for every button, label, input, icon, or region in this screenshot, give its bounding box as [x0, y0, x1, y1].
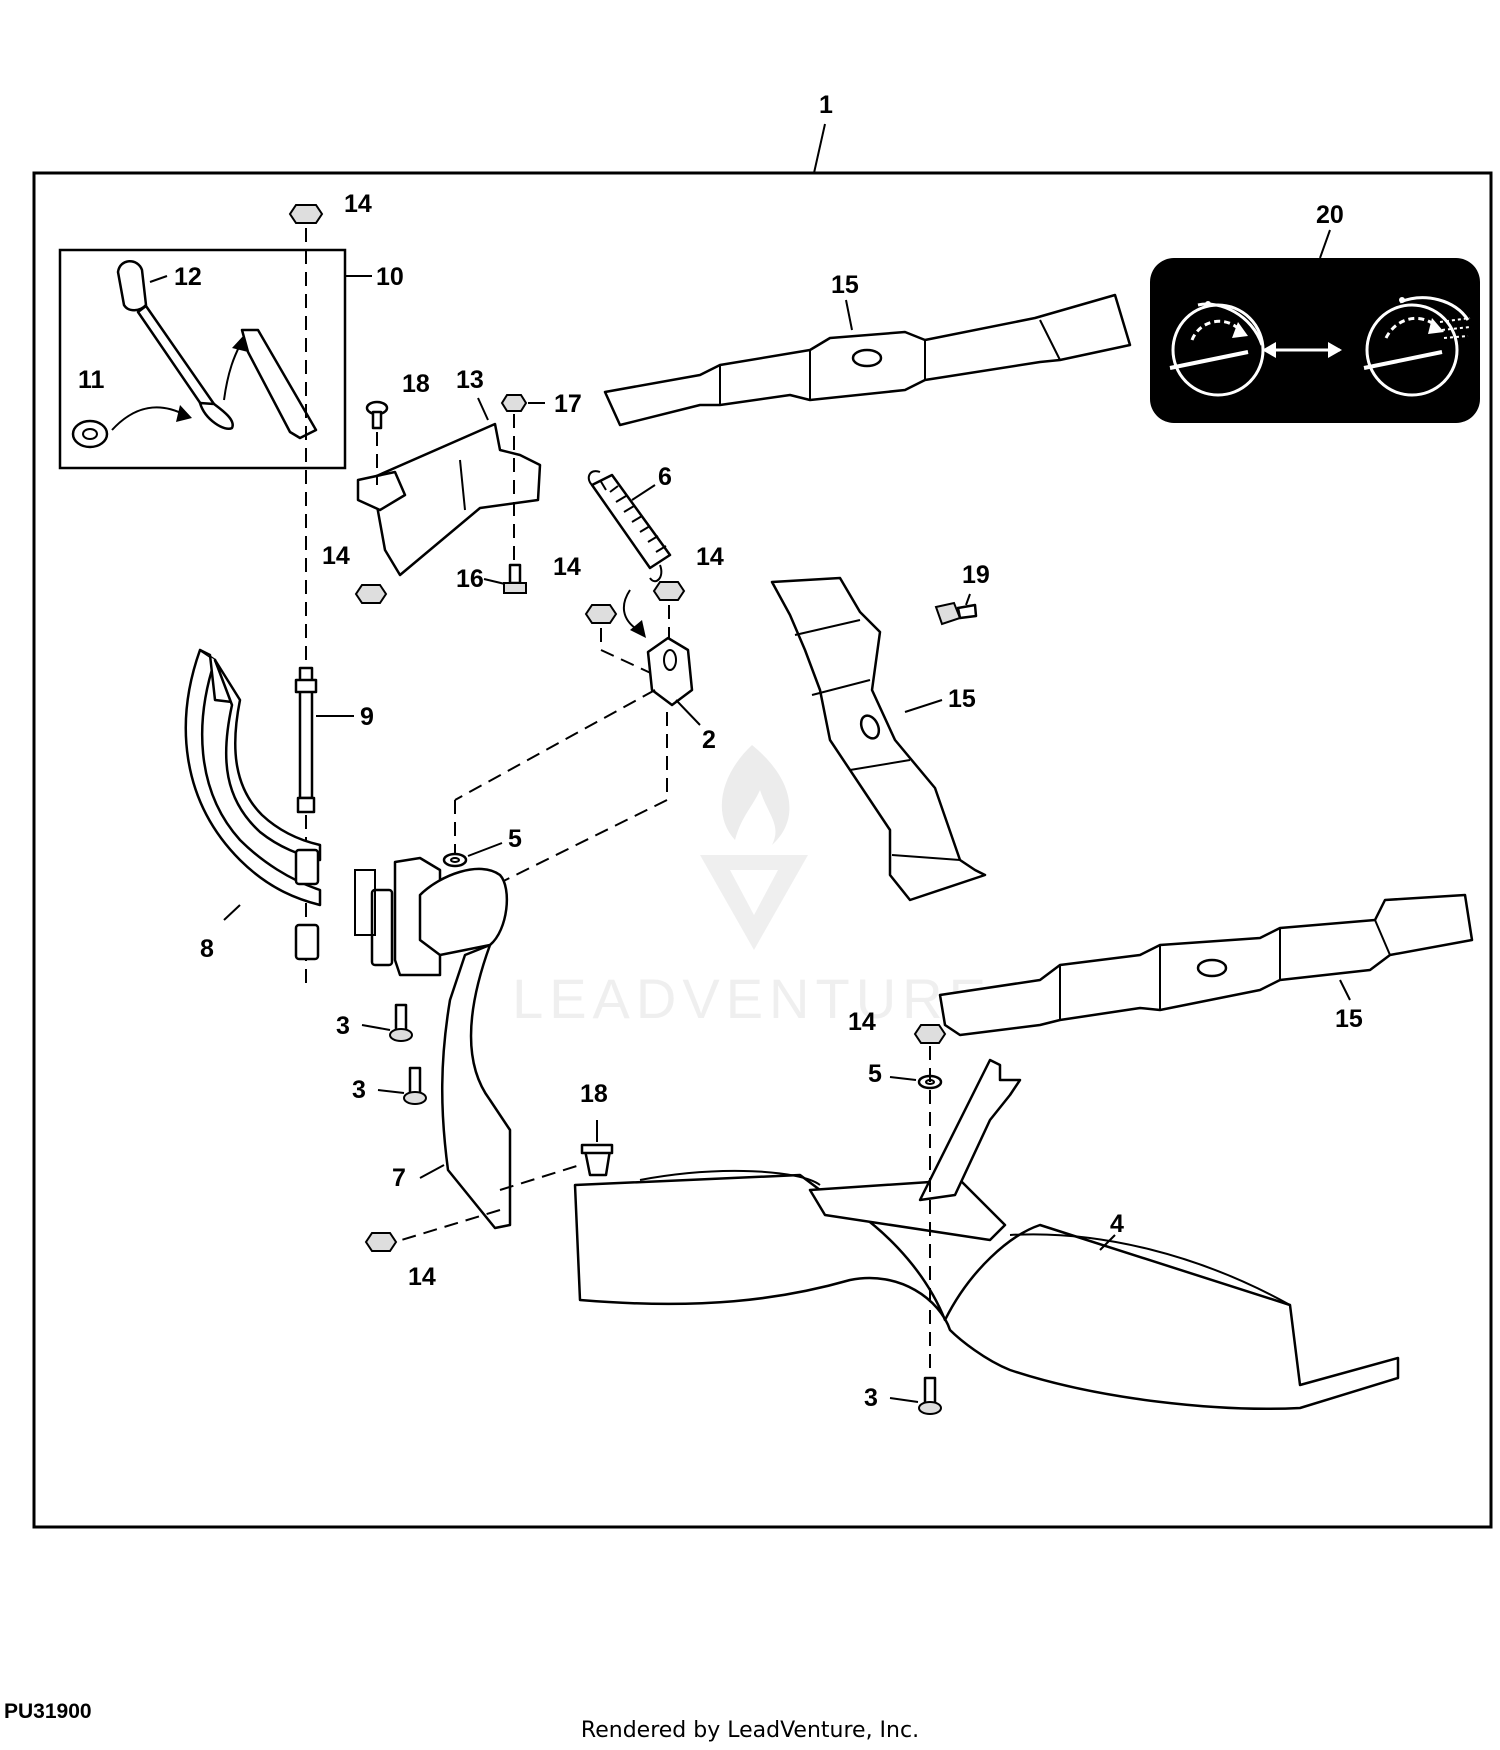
callout-7: 7 [392, 1164, 406, 1192]
callout-14-lower-left: 14 [408, 1263, 436, 1291]
callout-14-right: 14 [848, 1008, 876, 1036]
install-arrow-11 [111, 406, 186, 431]
watermark-text: LEADVENTURE [512, 967, 992, 1030]
callout-19: 19 [962, 561, 990, 589]
nut-14-right [913, 1024, 947, 1044]
figure-id: PU31900 [4, 1700, 92, 1723]
callout-16: 16 [456, 565, 484, 593]
install-arrow-spring [622, 589, 639, 631]
hinge-bracket [393, 856, 509, 977]
callout-3-lower-left: 3 [352, 1076, 366, 1104]
callout-14-center-left: 14 [553, 553, 581, 581]
nut-14-left [354, 584, 388, 604]
callout-2: 2 [702, 726, 716, 754]
deflector-13 [356, 422, 542, 577]
mower-parts-diagram: LEADVENTURE 1 10 12 11 14 13 18 [32, 91, 1493, 1529]
callout-10: 10 [376, 263, 404, 291]
callout-14-top: 14 [344, 190, 372, 218]
callout-20: 20 [1316, 201, 1344, 229]
callout-14-left: 14 [322, 542, 350, 570]
decal-20 [1150, 258, 1480, 423]
callout-17: 17 [554, 390, 582, 418]
control-rod-knob [116, 260, 234, 431]
spring-6 [587, 470, 672, 583]
callout-18-lower: 18 [580, 1080, 608, 1108]
screw-3-lower-left [403, 1066, 427, 1105]
callout-11: 11 [78, 366, 105, 394]
nut-17 [500, 394, 528, 412]
blade-15-top [603, 293, 1132, 427]
shaft-9 [294, 666, 318, 814]
callout-14-center-right: 14 [696, 543, 724, 571]
bracket-2 [646, 636, 694, 707]
callout-15-top: 15 [831, 271, 859, 299]
baffle-4 [573, 1058, 1400, 1410]
washer-5-left [442, 852, 468, 868]
watermark: LEADVENTURE [512, 745, 992, 1030]
bushings [294, 848, 394, 967]
nut-14-lower-left [364, 1232, 398, 1252]
callout-8: 8 [200, 935, 214, 963]
nut-14-center-left [584, 604, 618, 624]
shield-8 [184, 648, 322, 907]
callout-1: 1 [819, 91, 833, 119]
callout-15-bottom: 15 [1335, 1005, 1363, 1033]
screw-3-right [918, 1376, 942, 1415]
bolt-16 [503, 563, 527, 594]
nut-14-top [288, 204, 324, 224]
callout-3-upper-left: 3 [336, 1012, 350, 1040]
watermark-flame-icon [721, 745, 790, 845]
deflector-7 [441, 943, 512, 1230]
screw-18-top [365, 400, 389, 430]
install-arrow-bracket [223, 344, 241, 401]
callout-15-middle: 15 [948, 685, 976, 713]
render-credit: Rendered by LeadVenture, Inc. [580, 1718, 920, 1743]
callout-12: 12 [174, 263, 202, 291]
callout-5-right: 5 [868, 1060, 882, 1088]
callout-6: 6 [658, 463, 672, 491]
callout-13: 13 [456, 366, 484, 394]
blade-15-bottom [938, 893, 1474, 1037]
callout-4: 4 [1110, 1210, 1124, 1238]
blade-15-middle [770, 576, 987, 902]
nut-14-center-right [652, 581, 686, 601]
callout-5-left: 5 [508, 825, 522, 853]
screw-18-lower [580, 1143, 614, 1177]
screw-3-upper-left [389, 1003, 413, 1042]
assembly-frame [32, 171, 1493, 1529]
sub-kit-box [58, 248, 347, 470]
bolt-19 [934, 601, 978, 626]
callout-9: 9 [360, 703, 374, 731]
watermark-v-icon [700, 855, 808, 950]
callout-3-right: 3 [864, 1384, 878, 1412]
callout-18-top: 18 [402, 370, 430, 398]
nut-11 [71, 419, 109, 449]
clippings-icon [1439, 317, 1471, 339]
